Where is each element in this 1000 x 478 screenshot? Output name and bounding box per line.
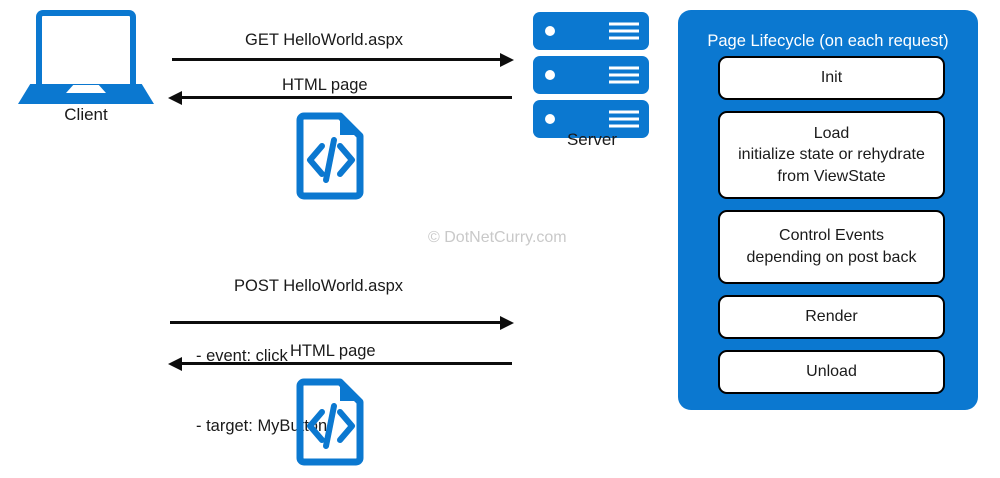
lifecycle-step-init: Init	[718, 56, 945, 100]
server-stack-icon	[533, 12, 651, 144]
post-request-block: POST HelloWorld.aspx - event: click - ta…	[196, 228, 431, 478]
laptop-base-shape	[18, 84, 154, 104]
watermark: © DotNetCurry.com	[428, 229, 567, 246]
get-request-label: GET HelloWorld.aspx	[245, 31, 404, 49]
server-vents-icon	[609, 110, 639, 128]
server-led-icon	[545, 114, 555, 124]
server-led-icon	[545, 26, 555, 36]
code-file-icon	[296, 378, 366, 466]
server-unit	[533, 56, 649, 94]
laptop-icon	[18, 10, 154, 104]
post-request-arrow-head	[500, 315, 514, 330]
post-detail-event: - event: click	[196, 347, 288, 366]
lifecycle-step-render: Render	[718, 295, 945, 339]
server-unit	[533, 12, 649, 50]
post-request-title: POST HelloWorld.aspx	[234, 276, 404, 295]
post-request-arrow-line	[170, 321, 502, 324]
server-led-icon	[545, 70, 555, 80]
code-file-icon	[296, 112, 366, 200]
get-request-arrow-head	[500, 52, 514, 67]
lifecycle-step-unload: Unload	[718, 350, 945, 394]
html-response-arrow-line-1	[182, 96, 512, 99]
html-response-label-1: HTML page	[282, 76, 368, 94]
server-vents-icon	[609, 66, 639, 84]
laptop-screen	[36, 10, 136, 86]
laptop-touchpad-notch	[66, 85, 106, 93]
html-response-arrow-line-2	[182, 362, 512, 365]
client-label: Client	[64, 105, 108, 124]
server-unit	[533, 100, 649, 138]
server-label: Server	[566, 130, 618, 149]
get-request-arrow-line	[172, 58, 502, 61]
server-vents-icon	[609, 22, 639, 40]
page-lifecycle-panel: Page Lifecycle (on each request) Init Lo…	[678, 10, 978, 410]
laptop-base	[18, 84, 154, 104]
html-response-arrow-head-2	[168, 356, 182, 371]
html-response-arrow-head-1	[168, 90, 182, 105]
page-lifecycle-title: Page Lifecycle (on each request)	[707, 32, 949, 50]
html-response-label-2: HTML page	[290, 342, 376, 360]
